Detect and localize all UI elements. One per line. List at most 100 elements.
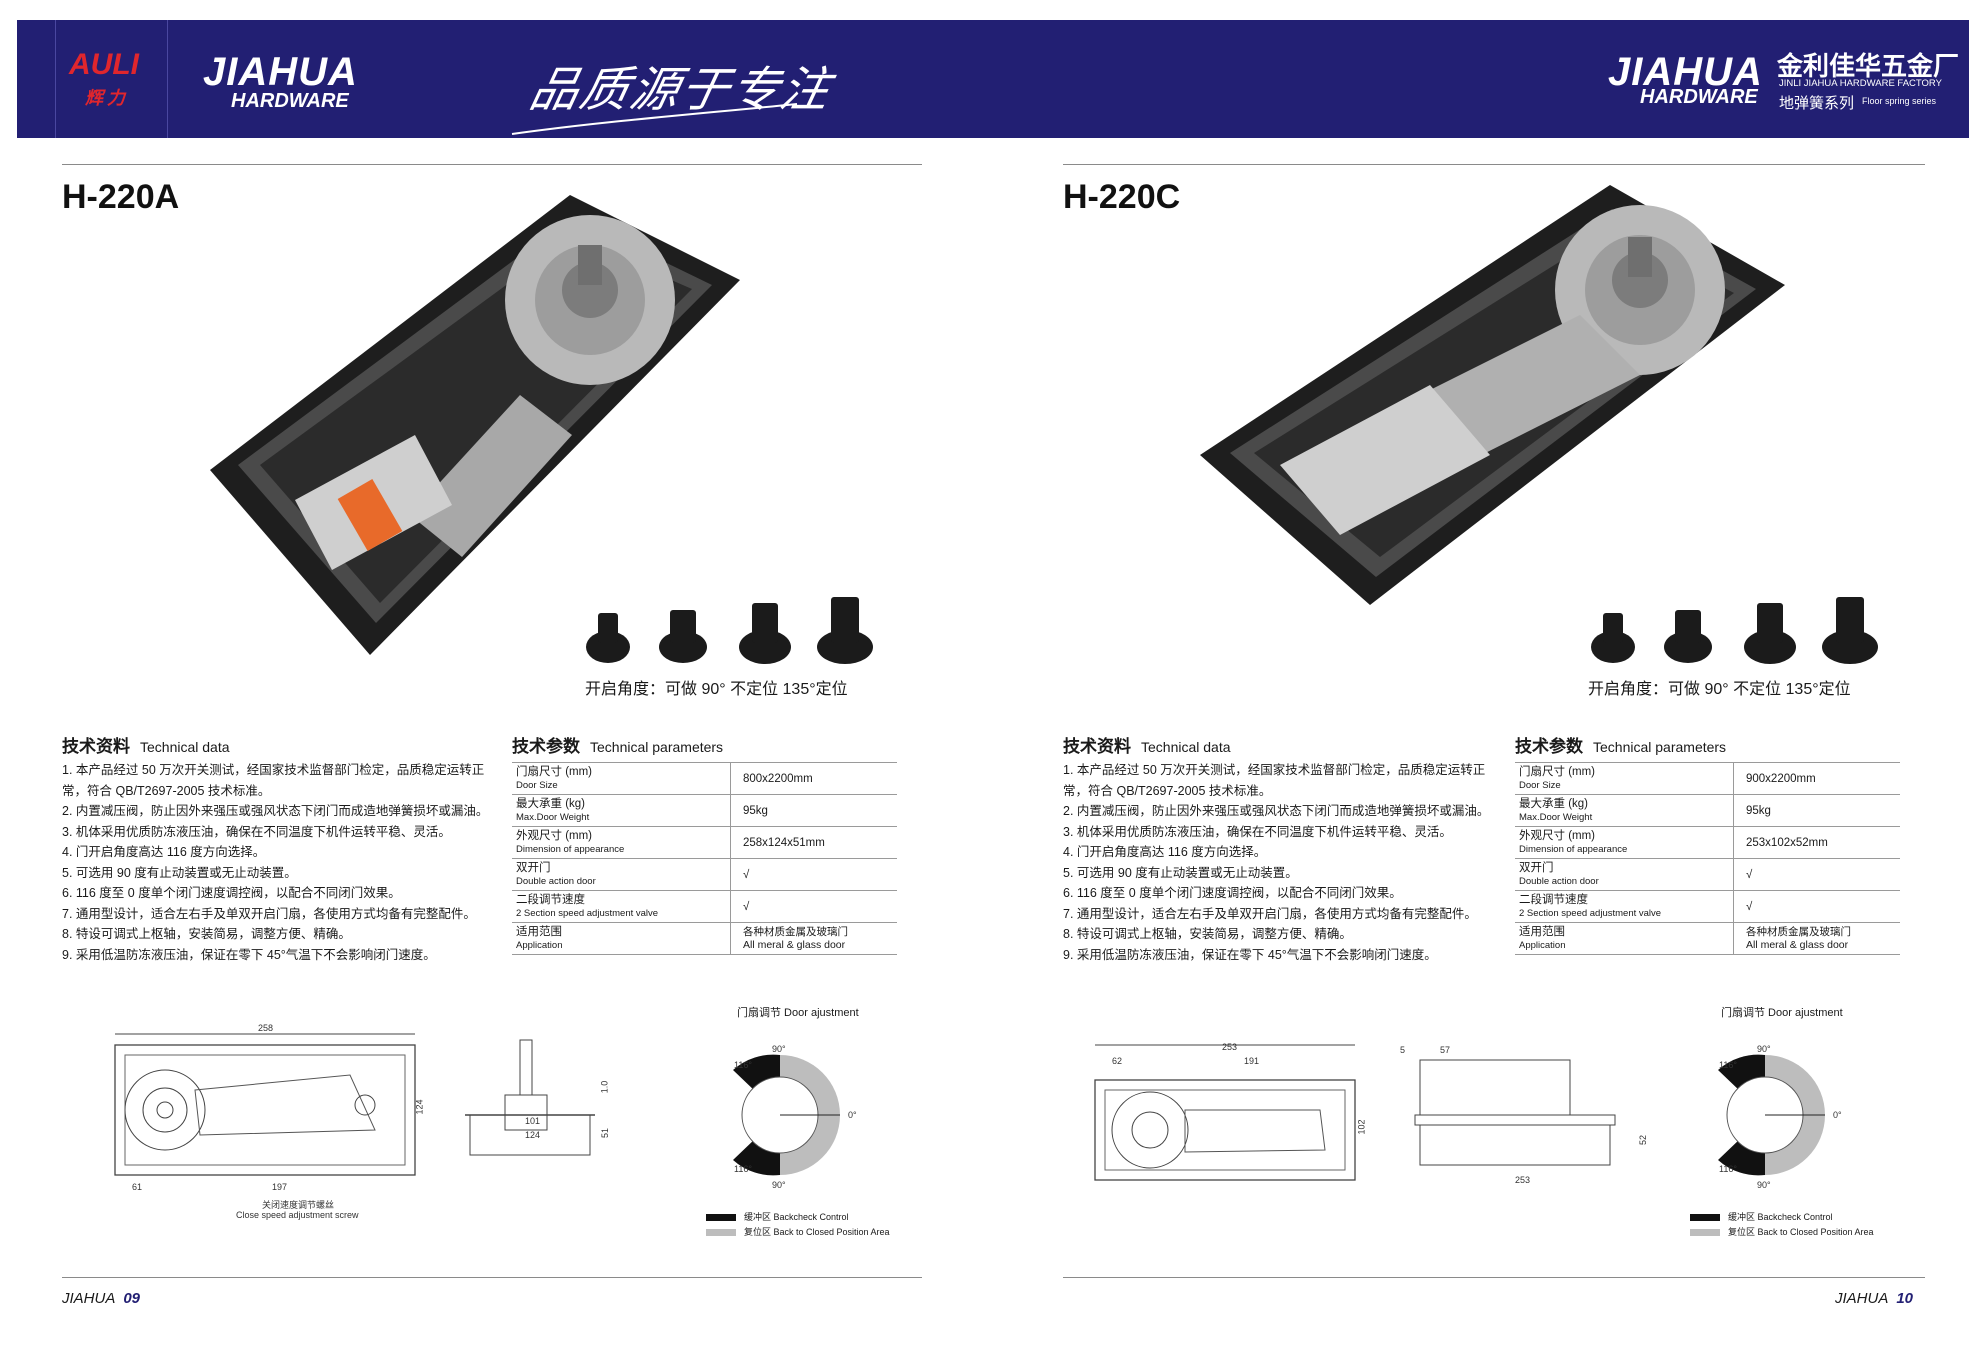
product-image bbox=[210, 195, 740, 655]
header-divider bbox=[167, 20, 168, 138]
dim-label: 52 bbox=[1638, 1134, 1649, 1146]
logo-cn: 辉力 bbox=[85, 88, 129, 108]
tech-notes: 1. 本产品经过 50 万次开关测试，经国家技术监督部门检定，品质稳定运转正 常… bbox=[62, 760, 489, 965]
top-view-drawing bbox=[114, 1033, 416, 1176]
note-line: 7. 通用型设计，适合左右手及单双开启门扇，各使用方式均备有完整配件。 bbox=[62, 906, 476, 921]
angle-label: 90° bbox=[772, 1180, 786, 1190]
brand-title-left: JIAHUA bbox=[203, 50, 358, 94]
angle-caption: 开启角度：可做 90° 不定位 135°定位 bbox=[585, 681, 848, 698]
note-line: 9. 采用低温防冻液压油，保证在零下 45°气温下不会影响闭门速度。 bbox=[1063, 947, 1437, 962]
note-line: 2. 内置减压阀，防止因外来强压或强风状态下闭门而成造地弹簧损坏或漏油。 bbox=[1063, 804, 1490, 818]
tech-notes: 1. 本产品经过 50 万次开关测试，经国家技术监督部门检定，品质稳定运转正 常… bbox=[1063, 760, 1490, 965]
angle-label: 116° bbox=[734, 1060, 752, 1070]
legend-item: 缓冲区 Backcheck Control bbox=[1690, 1210, 1833, 1223]
logo: AULI bbox=[69, 48, 139, 81]
note-line: 3. 机体采用优质防冻液压油，确保在不同温度下机件运转平稳、灵活。 bbox=[1063, 824, 1452, 839]
header-banner: AULI 辉力 JIAHUA HARDWARE 品质源于专注 JIAHUA HA… bbox=[17, 20, 1969, 138]
note-line: 1. 本产品经过 50 万次开关测试，经国家技术监督部门检定，品质稳定运转正 bbox=[1063, 763, 1486, 777]
angle-label: 116° bbox=[734, 1164, 752, 1174]
dim-label: 253 bbox=[1222, 1042, 1238, 1052]
note-line: 常，符合 QB/T2697-2005 技术标准。 bbox=[1063, 783, 1272, 798]
note-line: 5. 可选用 90 度有止动装置或无止动装置。 bbox=[62, 865, 297, 880]
dim-label: 61 bbox=[132, 1182, 143, 1192]
note-line: 5. 可选用 90 度有止动装置或无止动装置。 bbox=[1063, 865, 1298, 880]
bottom-rule bbox=[1063, 1277, 1925, 1278]
dim-label: 258 bbox=[258, 1023, 274, 1033]
adjust-diagram bbox=[1718, 1054, 1825, 1176]
angle-label: 0° bbox=[1833, 1110, 1842, 1120]
header-divider bbox=[55, 20, 56, 138]
brand-title-right: JIAHUA bbox=[1608, 50, 1763, 94]
note-line: 7. 通用型设计，适合左右手及单双开启门扇，各使用方式均备有完整配件。 bbox=[1063, 906, 1477, 921]
top-rule bbox=[1063, 164, 1925, 165]
dim-label: 191 bbox=[1244, 1056, 1260, 1066]
adjust-title: 门扇调节 Door ajustment bbox=[1721, 1007, 1843, 1019]
angle-label: 90° bbox=[1757, 1180, 1771, 1190]
product-image bbox=[1200, 185, 1785, 605]
side-view-drawing bbox=[465, 1039, 595, 1156]
note-line: 2. 内置减压阀，防止因外来强压或强风状态下闭门而成造地弹簧损坏或漏油。 bbox=[62, 804, 489, 818]
note-line: 4. 门开启角度高达 116 度方向选择。 bbox=[1063, 845, 1267, 859]
dim-label: 102 bbox=[1356, 1119, 1367, 1135]
dim-label: 253 bbox=[1515, 1175, 1531, 1185]
dim-label: 197 bbox=[272, 1182, 288, 1192]
adjust-title: 门扇调节 Door ajustment bbox=[737, 1007, 859, 1019]
dim-label: 124 bbox=[414, 1099, 425, 1115]
legend-item: 复位区 Back to Closed Position Area bbox=[1690, 1225, 1874, 1238]
factory-name-en: JINLI JIAHUA HARDWARE FACTORY bbox=[1779, 78, 1942, 89]
top-view-drawing bbox=[1094, 1044, 1356, 1181]
slogan-swash bbox=[511, 103, 798, 135]
top-rule bbox=[62, 164, 922, 165]
series-en: Floor spring series bbox=[1862, 96, 1937, 106]
brand-subtitle-right: HARDWARE bbox=[1640, 86, 1758, 108]
angle-label: 90° bbox=[1757, 1044, 1771, 1054]
speed-knobs bbox=[586, 597, 873, 664]
model-title: H-220A bbox=[62, 178, 180, 216]
factory-name-cn: 金利佳华五金厂 bbox=[1777, 52, 1960, 82]
legend-item: 缓冲区 Backcheck Control bbox=[706, 1210, 849, 1223]
dim-label: 1.0 bbox=[599, 1080, 610, 1094]
note-line: 常，符合 QB/T2697-2005 技术标准。 bbox=[62, 783, 271, 798]
dim-label: 5 bbox=[1400, 1045, 1406, 1055]
dim-label: 57 bbox=[1440, 1045, 1451, 1055]
angle-label: 0° bbox=[848, 1110, 857, 1120]
note-line: 1. 本产品经过 50 万次开关测试，经国家技术监督部门检定，品质稳定运转正 bbox=[62, 763, 485, 777]
note-line: 6. 116 度至 0 度单个闭门速度调控阀，以配合不同闭门效果。 bbox=[62, 886, 401, 900]
screw-label-en: Close speed adjustment screw bbox=[236, 1210, 359, 1220]
angle-caption: 开启角度：可做 90° 不定位 135°定位 bbox=[1588, 681, 1851, 698]
dim-label: 51 bbox=[600, 1127, 611, 1139]
note-line: 8. 特设可调式上枢轴，安装简易，调整方便、精确。 bbox=[1063, 927, 1352, 941]
adjust-diagram bbox=[733, 1054, 840, 1176]
note-line: 4. 门开启角度高达 116 度方向选择。 bbox=[62, 845, 266, 859]
angle-label: 116° bbox=[1719, 1060, 1737, 1070]
dim-label: 101 bbox=[525, 1116, 541, 1126]
dim-label: 124 bbox=[525, 1130, 541, 1140]
note-line: 6. 116 度至 0 度单个闭门速度调控阀，以配合不同闭门效果。 bbox=[1063, 886, 1402, 900]
angle-label: 90° bbox=[772, 1044, 786, 1054]
series-cn: 地弹簧系列 bbox=[1779, 95, 1855, 112]
dim-label: 62 bbox=[1112, 1056, 1123, 1066]
side-view-drawing bbox=[1414, 1059, 1616, 1166]
note-line: 3. 机体采用优质防冻液压油，确保在不同温度下机件运转平稳、灵活。 bbox=[62, 824, 451, 839]
speed-knobs bbox=[1591, 597, 1878, 664]
note-line: 9. 采用低温防冻液压油，保证在零下 45°气温下不会影响闭门速度。 bbox=[62, 947, 436, 962]
